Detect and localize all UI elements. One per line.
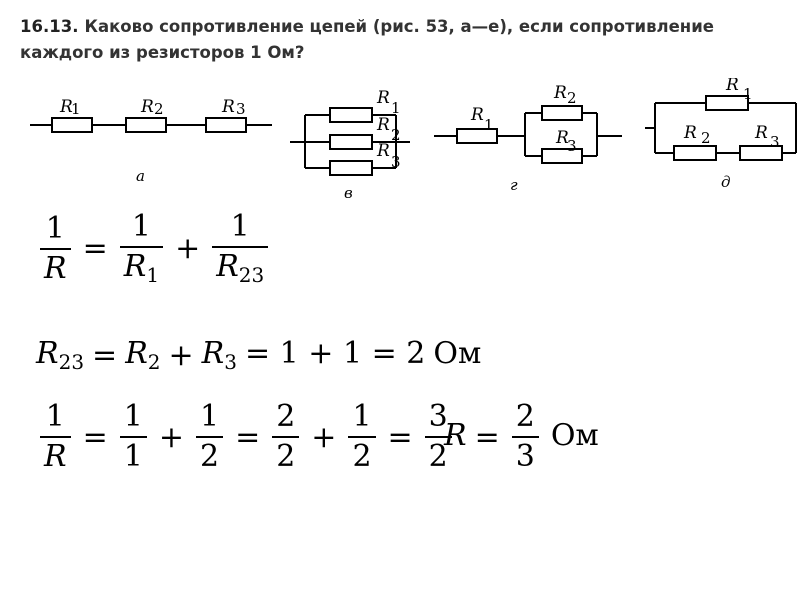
- eq3-eq-2: =: [235, 419, 261, 455]
- eq1-f1-sub: 1: [146, 263, 160, 287]
- v-r2-index: 2: [391, 126, 401, 144]
- eq1-f1-den: R: [123, 249, 147, 284]
- eq3-f4-den: 2: [348, 436, 376, 472]
- eq3-eq-3: =: [387, 419, 413, 455]
- g-r1-label: R: [470, 105, 484, 125]
- eq3-eq-1: =: [82, 419, 108, 455]
- g-caption: г: [510, 176, 518, 194]
- g-r3-index: 3: [567, 137, 577, 155]
- a-caption: а: [136, 167, 145, 185]
- v-r2-label: R: [376, 115, 390, 135]
- d-r1-index: 1: [743, 85, 753, 103]
- d-r1-label: R: [725, 78, 739, 95]
- d-r2-label: R: [683, 123, 697, 143]
- diagram-g: [434, 105, 622, 164]
- eq2-unit: Ом: [433, 336, 482, 371]
- eq2-r-sub: 23: [58, 350, 85, 374]
- eq3-f3-den: 2: [272, 436, 300, 472]
- eq2-r3: R: [201, 336, 225, 371]
- eq3-plus-2: +: [311, 419, 337, 455]
- a-r2-label: R: [140, 97, 154, 117]
- v-caption: в: [344, 184, 353, 202]
- diagram-a: [30, 117, 272, 133]
- eq1-plus: +: [175, 231, 201, 266]
- v-r3-label: R: [376, 141, 390, 161]
- a-r3-index: 3: [236, 100, 246, 118]
- a-r1-index: 1: [71, 100, 81, 118]
- eq3-f2-den: 2: [195, 436, 224, 472]
- problem-text: Каково сопротивление цепей (рис. 53, а—е…: [20, 17, 714, 62]
- diagram-v: [290, 107, 410, 176]
- eq2-rest: = 1 + 1 = 2: [244, 336, 426, 371]
- d-caption: д: [721, 173, 731, 191]
- eq3-lhs-den: R: [40, 436, 71, 472]
- eq2-equals: =: [92, 337, 118, 373]
- eq3-f5-den: 2: [424, 436, 452, 472]
- eq3-f1-num: 1: [123, 399, 143, 434]
- diagram-d: [645, 95, 797, 161]
- problem-number: 16.13.: [20, 17, 79, 36]
- eq1-f2-sub: 23: [238, 263, 265, 287]
- eq4-r: R: [444, 418, 467, 453]
- problem-statement: 16.13.Каково сопротивление цепей (рис. 5…: [20, 14, 780, 66]
- circuit-diagrams: R 1 R 2 R 3 а R 1 R 2 R 3 в: [30, 78, 797, 202]
- eq1-f2-den: R: [216, 249, 239, 284]
- d-r3-label: R: [754, 123, 768, 143]
- v-r1-index: 1: [391, 99, 401, 117]
- eq4-unit: Ом: [550, 418, 599, 453]
- a-r1-label: R: [59, 97, 73, 117]
- eq3-f4-num: 1: [352, 399, 372, 434]
- g-r1-index: 1: [484, 116, 494, 134]
- eq3-f2-num: 1: [199, 399, 220, 434]
- eq1-lhs-num: 1: [45, 210, 65, 246]
- eq1-equals: =: [82, 231, 108, 266]
- a-r2-index: 2: [154, 100, 164, 118]
- eq3-f5-num: 3: [428, 399, 448, 434]
- d-r3-index: 3: [770, 133, 780, 151]
- a-r3-label: R: [221, 97, 235, 117]
- v-r3-index: 3: [391, 153, 401, 171]
- g-r2-index: 2: [567, 89, 577, 107]
- eq4-equals: =: [474, 419, 500, 455]
- eq2-r2: R: [125, 336, 148, 371]
- g-r2-label: R: [553, 83, 567, 103]
- eq1-f2-num: 1: [230, 209, 250, 244]
- eq3-f1-den: 1: [119, 436, 147, 472]
- d-r2-index: 2: [701, 129, 711, 147]
- eq4-num: 2: [515, 399, 535, 434]
- eq3-plus-1: +: [158, 419, 184, 455]
- eq1-lhs-den: R: [40, 247, 71, 284]
- eq2-r3-sub: 3: [224, 350, 237, 374]
- eq3-lhs-num: 1: [45, 399, 65, 434]
- eq2-r: R: [36, 336, 59, 371]
- eq2-r2-sub: 2: [147, 350, 161, 374]
- g-r3-label: R: [555, 128, 569, 148]
- v-r1-label: R: [376, 88, 390, 108]
- eq2-plus: +: [168, 337, 194, 373]
- eq1-f1-num: 1: [131, 209, 151, 244]
- eq4-den: 3: [511, 436, 539, 472]
- eq3-f3-num: 2: [276, 399, 296, 434]
